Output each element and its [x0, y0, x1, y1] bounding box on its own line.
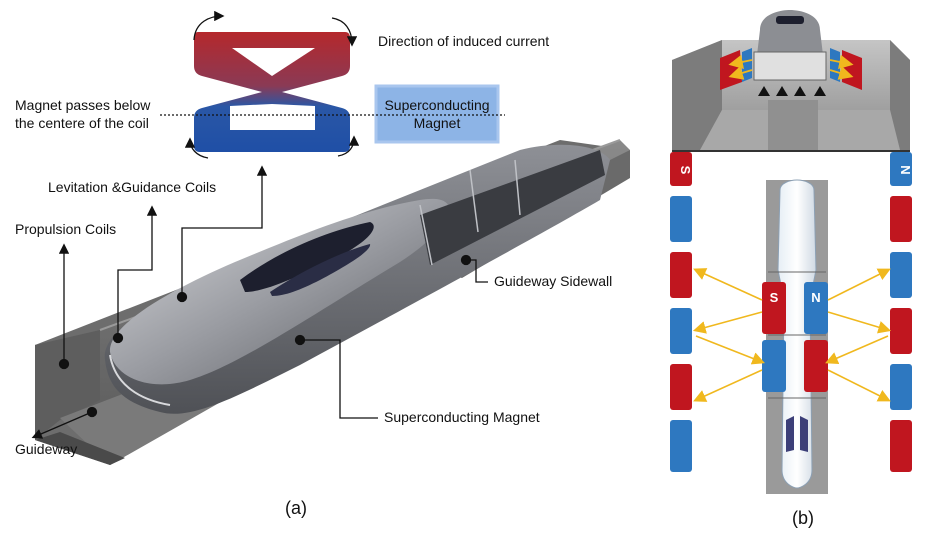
train-magnet-s [762, 282, 786, 334]
sc-box-line2: Magnet [414, 115, 461, 131]
sc-box-line1: Superconducting [384, 97, 489, 113]
right-coil-column: N [890, 152, 913, 472]
train-magnet-s-label: S [770, 290, 779, 305]
left-coil-s-label: S [678, 166, 693, 175]
label-levitation-coils: Levitation &Guidance Coils [48, 179, 216, 195]
train-magnets: S N [762, 282, 828, 392]
left-coil-column: S [670, 152, 693, 472]
label-guideway-sidewall: Guideway Sidewall [494, 273, 612, 289]
guideway-cross-section [672, 10, 910, 152]
figure-eight-coil [184, 10, 360, 159]
caption-a: (a) [285, 498, 307, 518]
label-guideway: Guideway [15, 441, 77, 457]
right-coil-n-label: N [898, 165, 913, 174]
panel-a: Superconducting Magnet Direction of indu… [15, 10, 630, 518]
label-passes-line2: the centere of the coil [15, 115, 149, 131]
label-direction-current: Direction of induced current [378, 33, 549, 49]
field-arrows [692, 268, 892, 402]
superconducting-magnet-box: Superconducting Magnet [374, 84, 500, 144]
guideway-top-view [766, 179, 828, 494]
label-superconducting-magnet: Superconducting Magnet [384, 409, 540, 425]
maglev-train [104, 144, 610, 414]
caption-b: (b) [792, 508, 814, 528]
train-magnet-2-left [762, 340, 786, 392]
label-passes-line1: Magnet passes below [15, 97, 151, 113]
train-magnet-2-right [804, 340, 828, 392]
leader-lines [31, 165, 488, 439]
train-magnet-n [804, 282, 828, 334]
panel-b: S N S N [670, 10, 913, 528]
train-magnet-n-label: N [811, 290, 820, 305]
label-propulsion-coils: Propulsion Coils [15, 221, 116, 237]
